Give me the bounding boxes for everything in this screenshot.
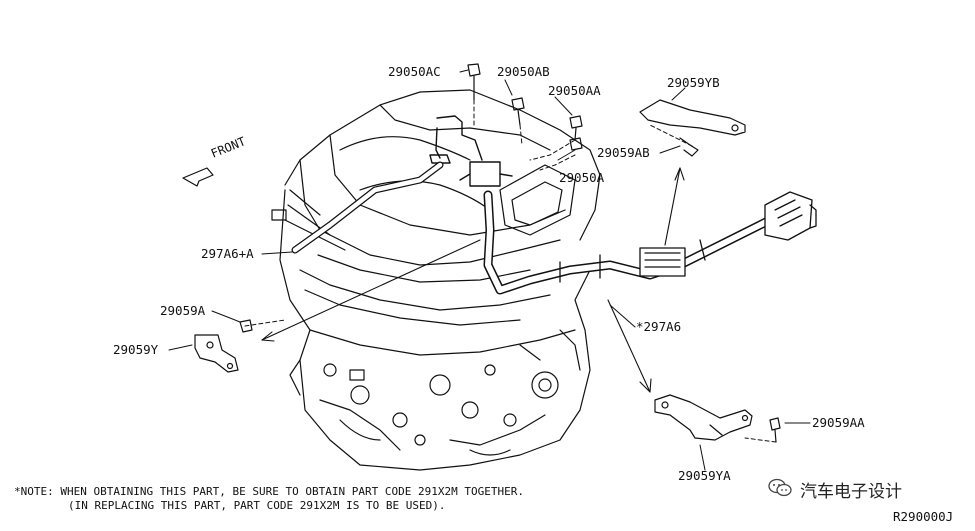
note-line-2: (IN REPLACING THIS PART, PART CODE 291X2… xyxy=(68,499,446,512)
bracket-29059Y xyxy=(194,319,253,373)
connector-plug xyxy=(764,191,817,241)
label-29059AA: 29059AA xyxy=(812,415,865,430)
label-29059YA: 29059YA xyxy=(678,468,731,483)
sensor-harness-top xyxy=(429,115,513,187)
drawing-code: R290000J xyxy=(893,509,954,524)
engine-block xyxy=(271,189,591,471)
front-arrow-icon xyxy=(182,167,214,187)
label-29059A: 29059A xyxy=(160,303,206,318)
wechat-icon xyxy=(768,478,792,498)
label-297A6: *297A6 xyxy=(636,319,682,334)
label-29050AA: 29050AA xyxy=(548,83,601,98)
label-29059Y: 29059Y xyxy=(113,342,159,357)
bracket-29059YA xyxy=(654,394,781,443)
bracket-29059YB xyxy=(639,99,746,157)
label-29050AB: 29050AB xyxy=(497,64,550,79)
note-line-1: *NOTE: WHEN OBTAINING THIS PART, BE SURE… xyxy=(14,485,524,498)
label-29050A: 29050A xyxy=(559,170,605,185)
watermark-text: 汽车电子设计 xyxy=(800,482,902,502)
label-leaders xyxy=(168,69,811,471)
leader-arrows xyxy=(261,167,685,393)
label-29059AB: 29059AB xyxy=(597,145,650,160)
label-29050AC: 29050AC xyxy=(388,64,441,79)
bolts-top xyxy=(467,63,583,151)
dashed-leaders xyxy=(244,99,777,443)
label-29059YB: 29059YB xyxy=(667,75,720,90)
engine-cover xyxy=(284,89,601,266)
front-label: FRONT xyxy=(209,134,248,161)
label-297A6-A: 297A6+A xyxy=(201,246,254,261)
harness-297A6 xyxy=(291,161,785,295)
